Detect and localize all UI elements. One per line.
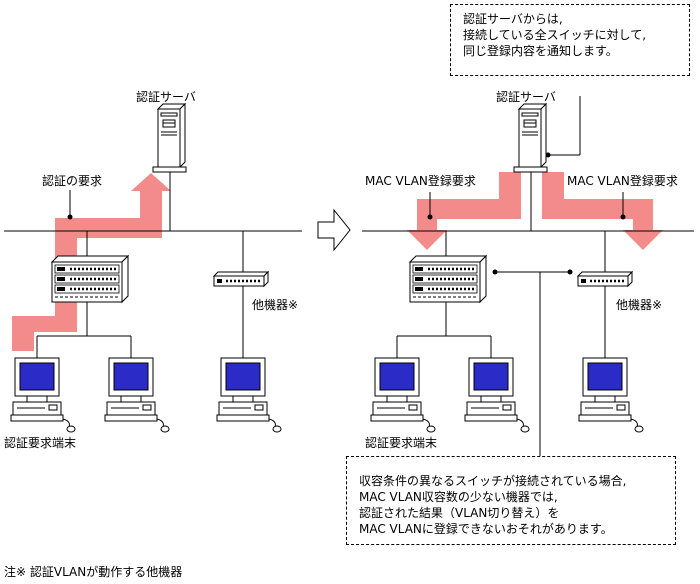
terminal-icon <box>216 357 282 433</box>
callout-dot <box>567 269 573 275</box>
left-network-lines <box>4 172 302 358</box>
label-pointer-dot <box>620 214 626 220</box>
terminal-icon <box>10 357 76 433</box>
terminal-icon <box>464 357 530 433</box>
capacity-warning-note: 収容条件の異なるスイッチが接続されている場合, MAC VLAN収容数の少ない機… <box>346 456 676 545</box>
right-other-device-label: 他機器※ <box>616 298 663 312</box>
right-diagram <box>362 96 694 456</box>
note-line: 同じ登録内容を通知します。 <box>463 44 618 58</box>
left-terminal-label: 認証要求端末 <box>4 436 77 450</box>
callout-dot <box>492 269 498 275</box>
left-other-device-label: 他機器※ <box>252 298 299 312</box>
note-line: 収容条件の異なるスイッチが接続されている場合, <box>359 474 627 488</box>
switch-icon <box>408 254 488 304</box>
terminal-icon <box>370 357 436 433</box>
right-network-lines <box>362 96 694 456</box>
auth-request-arrow <box>12 173 171 351</box>
callout-dot <box>545 152 551 158</box>
other-device-icon <box>212 270 270 288</box>
note-line: 接続している全スイッチに対して, <box>463 28 647 42</box>
note-line: 認証された結果（VLAN切り替え）を <box>359 506 560 520</box>
footnote: 注※ 認証VLANが動作する他機器 <box>4 565 183 579</box>
other-device-icon <box>576 270 634 288</box>
note-line: MAC VLANに登録できないおそれがあります。 <box>359 522 613 536</box>
terminal-icon <box>578 357 644 433</box>
mac-vlan-request-label-left: MAC VLAN登録要求 <box>365 174 476 188</box>
note-line: 認証サーバからは, <box>463 12 563 26</box>
switch-icon <box>50 254 130 304</box>
mac-vlan-request-label-right: MAC VLAN登録要求 <box>567 174 678 188</box>
auth-server-icon <box>513 103 548 173</box>
right-server-label: 認証サーバ <box>496 90 556 104</box>
server-notification-note: 認証サーバからは, 接続している全スイッチに対して, 同じ登録内容を通知します。 <box>450 4 690 76</box>
transition-arrow-icon <box>317 208 351 252</box>
note-line: MAC VLAN収容数の少ない機器では, <box>359 490 558 504</box>
right-terminal-label: 認証要求端末 <box>365 436 438 450</box>
label-pointer-dot <box>427 214 433 220</box>
left-diagram <box>4 103 302 433</box>
terminal-icon <box>104 357 170 433</box>
auth-server-icon <box>152 103 187 173</box>
left-request-label: 認証の要求 <box>42 174 103 188</box>
request-label-dot <box>67 214 73 220</box>
left-server-label: 認証サーバ <box>136 90 196 104</box>
